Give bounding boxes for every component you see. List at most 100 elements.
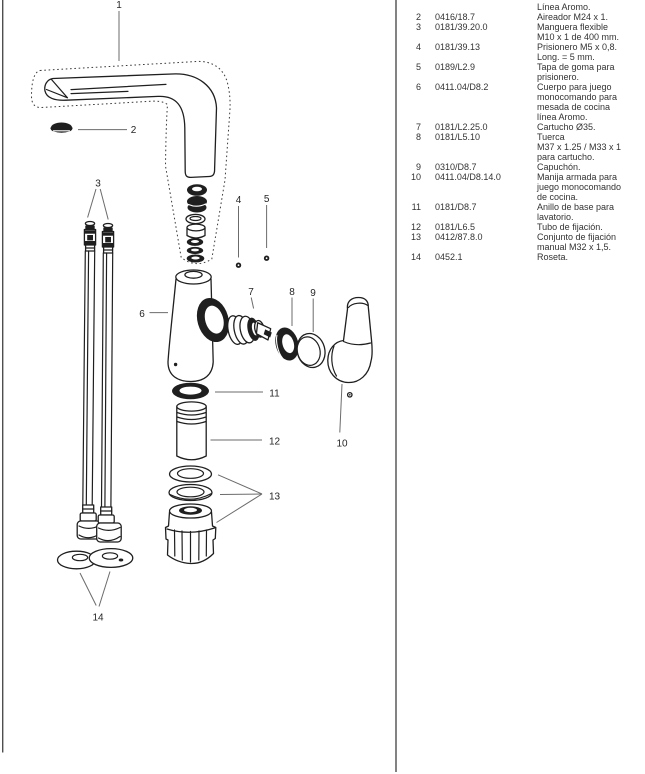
part-description: Prisionero M5 x 0,8.Long. = 5 mm. (537, 42, 640, 62)
part-number: 5 (415, 62, 421, 72)
part-description-line: mesada de cocina (537, 102, 611, 112)
part-number: 3 (415, 22, 421, 32)
part-number: 4 (415, 42, 421, 52)
part-number: 2 (415, 12, 421, 22)
parts-row: Línea Aromo. (408, 2, 640, 12)
callout-7: 7 (248, 287, 254, 309)
part-code: 0181/L2.25.0 (435, 122, 488, 132)
part-label-7: 7 (248, 287, 254, 298)
aerator (50, 122, 73, 133)
part-label-13: 13 (269, 492, 281, 503)
part-description-line: Long. = 5 mm. (537, 52, 595, 62)
parts-row: 7 0181/L2.25.0 Cartucho Ø35. (408, 122, 640, 132)
part-label-8: 8 (289, 287, 295, 298)
part-description-line: Línea Aromo. (537, 2, 591, 12)
cartridge-nut (275, 327, 299, 361)
base-ring (172, 382, 209, 400)
part-label-9: 9 (310, 288, 316, 299)
part-label-1: 1 (116, 0, 122, 11)
parts-row: 14 0452.1 Roseta. (408, 252, 640, 262)
part-description-line: Conjunto de fijación (537, 232, 617, 242)
part-description: Roseta. (537, 252, 640, 262)
callout-14: 14 (79, 571, 111, 624)
part-code: 0452.1 (435, 252, 463, 262)
callout-6: 6 (139, 309, 168, 320)
part-description-line: prisionero. (537, 72, 580, 82)
part-description-line: línea Aromo. (537, 112, 588, 122)
callout-2: 2 (78, 125, 137, 136)
part-label-5: 5 (264, 194, 270, 205)
handle (327, 296, 373, 398)
setscrew-5 (263, 255, 270, 261)
faucet-body (167, 269, 230, 383)
callout-5: 5 (264, 194, 270, 248)
part-code: 0181/L5.10 (435, 132, 481, 142)
callout-1: 1 (116, 0, 122, 61)
callout-10: 10 (336, 383, 348, 450)
part-description-line: Tubo de fijación. (537, 222, 603, 232)
body-side-port (196, 297, 230, 343)
part-label-11: 11 (269, 389, 280, 400)
parts-row: 9 0310/D8.7 Capuchón. (408, 162, 640, 172)
part-label-14: 14 (92, 613, 104, 624)
part-description-line: lavatorio. (537, 212, 574, 222)
callout-13: 13 (216, 474, 281, 523)
part-code: 0310/D8.7 (435, 162, 477, 172)
spout-seal-stack (185, 184, 207, 263)
part-number: 7 (415, 122, 421, 132)
part-number: 10 (410, 172, 421, 182)
part-code: 0416/18.7 (435, 12, 476, 22)
part-code: 0411.04/D8.14.0 (435, 172, 501, 182)
part-description-line: monocomando para (537, 92, 618, 102)
part-label-10: 10 (336, 439, 348, 450)
part-number: 14 (410, 252, 421, 262)
part-description-line: Cartucho Ø35. (537, 122, 596, 132)
callout-4: 4 (236, 195, 242, 258)
part-description-line: M37 x 1.25 / M33 x 1 (537, 142, 622, 152)
part-label-4: 4 (236, 195, 242, 206)
spout (44, 73, 218, 179)
part-description: Capuchón. (537, 162, 640, 172)
callout-8: 8 (289, 287, 295, 326)
handle-screw (346, 391, 353, 398)
part-description-line: Manguera flexible (537, 22, 609, 32)
part-number: 6 (415, 82, 421, 92)
callout-11: 11 (215, 389, 280, 400)
cap-ring (296, 332, 326, 369)
part-label-6: 6 (139, 309, 145, 320)
part-code: 0181/L6.5 (435, 222, 476, 232)
part-description-line: de cocina. (537, 192, 579, 202)
part-description-line: juego monocomando (537, 182, 622, 192)
part-description-line: Tapa de goma para (537, 62, 615, 72)
part-number: 8 (415, 132, 421, 142)
part-description-line: Cuerpo para juego (537, 82, 612, 92)
callout-9: 9 (310, 288, 316, 332)
part-description-line: M10 x 1 de 400 mm. (537, 32, 620, 42)
part-description-line: Anillo de base para (537, 202, 615, 212)
supply-hoses (76, 220, 122, 543)
part-description-line: manual M32 x 1,5. (537, 242, 612, 252)
part-description-line: para cartucho. (537, 152, 595, 162)
part-number: 13 (410, 232, 421, 242)
part-code: 0412/87.8.0 (435, 232, 483, 242)
setscrew-4 (235, 262, 242, 268)
part-number: 9 (415, 162, 421, 172)
callout-12: 12 (210, 437, 280, 448)
